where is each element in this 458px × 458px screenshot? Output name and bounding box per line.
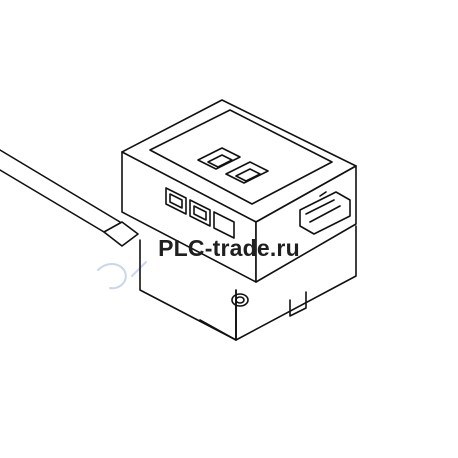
mounting-hole: [231, 293, 249, 307]
cable: [0, 149, 139, 247]
top-slots: [197, 147, 269, 184]
bottom-notch: [289, 291, 307, 317]
side-clip: [299, 191, 351, 235]
front-terminals: [165, 187, 235, 239]
faint-blue-mark: [97, 261, 147, 290]
